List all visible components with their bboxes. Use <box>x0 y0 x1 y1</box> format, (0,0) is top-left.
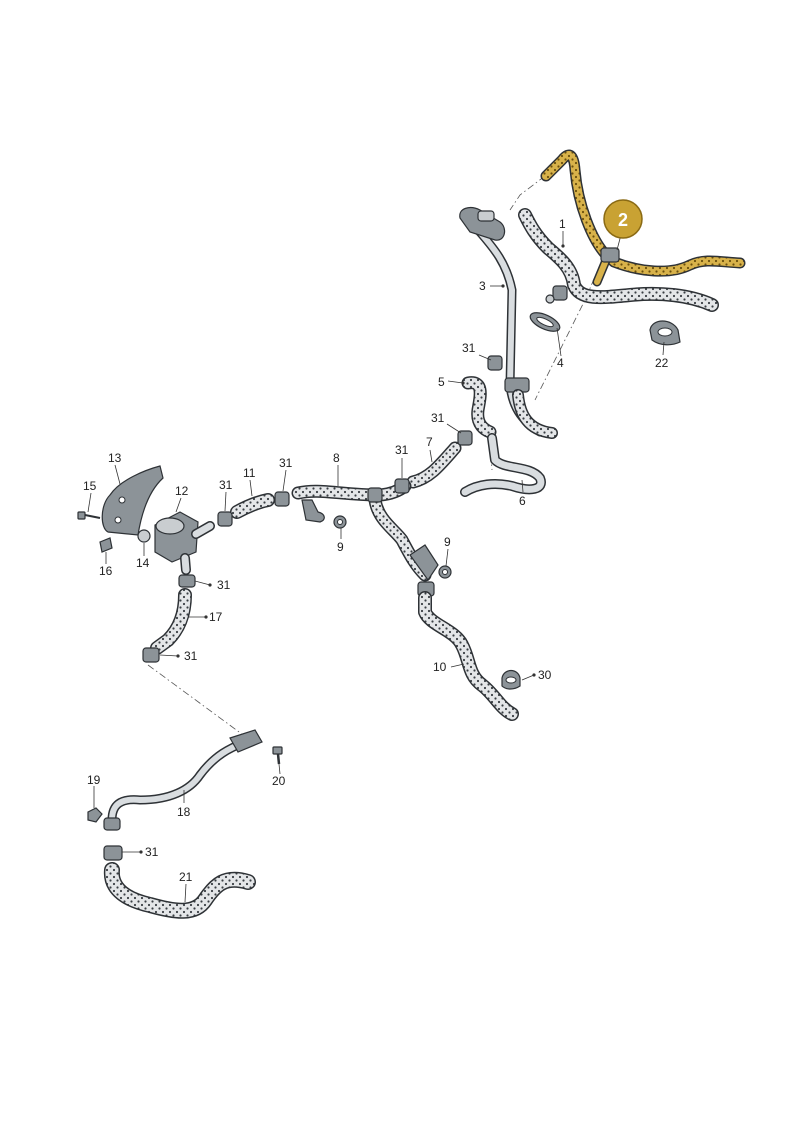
callout-20: 20 <box>272 774 286 788</box>
clip-part-30[interactable] <box>501 669 521 690</box>
bolt-part-15[interactable] <box>77 511 101 520</box>
bracket-part-13[interactable] <box>101 465 164 536</box>
callout-4: 4 <box>557 356 564 370</box>
hose-part-1[interactable] <box>518 208 719 312</box>
clamp-31-hose21[interactable] <box>103 845 123 861</box>
callout-9-upper: 9 <box>337 540 344 554</box>
hose-part-17[interactable] <box>150 588 192 655</box>
callout-14: 14 <box>136 556 150 570</box>
callout-13: 13 <box>108 451 122 465</box>
callout-3: 3 <box>479 279 486 293</box>
bracket-part-8-lower[interactable] <box>409 544 439 582</box>
callout-labels: 1 3 4 5 6 7 8 9 9 10 11 12 13 14 15 16 1… <box>83 217 669 884</box>
clamp-31-top[interactable] <box>487 355 503 371</box>
grommet-part-14[interactable] <box>137 529 151 543</box>
callout-6: 6 <box>519 494 526 508</box>
callout-12: 12 <box>175 484 189 498</box>
hose-part-7[interactable] <box>406 441 462 489</box>
callout-21: 21 <box>179 870 193 884</box>
hose-part-10[interactable] <box>417 581 519 721</box>
callout-15: 15 <box>83 479 97 493</box>
callout-31-hose17: 31 <box>184 649 198 663</box>
hose-part-5[interactable] <box>461 376 497 439</box>
callout-31-hose8: 31 <box>279 456 293 470</box>
callout-19: 19 <box>87 773 101 787</box>
bolt-part-20[interactable] <box>272 746 283 765</box>
callout-18: 18 <box>177 805 191 819</box>
clip-part-22[interactable] <box>649 320 681 346</box>
assembly-chain-lines <box>147 175 601 741</box>
callout-31-hose21: 31 <box>145 845 159 859</box>
leader-lines <box>87 230 665 903</box>
callout-8: 8 <box>333 451 340 465</box>
callout-31-hose11: 31 <box>219 478 233 492</box>
clamp-31-hose11[interactable] <box>217 511 233 527</box>
hose-part-11[interactable] <box>230 493 275 519</box>
clamp-31-mid[interactable] <box>457 430 473 446</box>
hose-part-21[interactable] <box>103 862 256 919</box>
nut-part-9-lower[interactable] <box>438 565 452 579</box>
seal-ring-part-4[interactable] <box>528 309 563 335</box>
highlight-badge-part-2[interactable]: 2 <box>603 199 643 239</box>
hose-part-8[interactable] <box>291 479 432 582</box>
rigid-pipe-part-18[interactable] <box>103 729 263 831</box>
callout-31-hose7: 31 <box>395 443 409 457</box>
coolant-pump-part-12[interactable] <box>154 511 215 575</box>
clamp-31-pump[interactable] <box>178 574 196 588</box>
callout-1: 1 <box>559 217 566 231</box>
callout-31-mid: 31 <box>431 411 445 425</box>
callout-11: 11 <box>243 466 256 480</box>
clamp-31-hose17[interactable] <box>142 647 160 663</box>
clamp-31-hose7[interactable] <box>394 478 410 494</box>
callout-17: 17 <box>209 610 223 624</box>
callout-5: 5 <box>438 375 445 389</box>
callout-30: 30 <box>538 668 552 682</box>
callout-16: 16 <box>99 564 113 578</box>
clamp-31-hose8[interactable] <box>274 491 290 507</box>
clamps-part-31 <box>103 355 503 861</box>
callout-31-top: 31 <box>462 341 476 355</box>
callout-22: 22 <box>655 356 669 370</box>
rigid-pipe-part-3[interactable] <box>459 207 558 439</box>
callout-31-pump: 31 <box>217 578 231 592</box>
callout-10: 10 <box>433 660 447 674</box>
nut-part-19[interactable] <box>87 807 103 823</box>
callout-9-lower: 9 <box>444 535 451 549</box>
hose-part-2-highlighted[interactable] <box>540 149 746 287</box>
nut-part-9-upper[interactable] <box>333 515 347 529</box>
nut-part-16[interactable] <box>99 537 113 553</box>
highlight-badge-label: 2 <box>618 210 628 230</box>
callout-7: 7 <box>426 435 433 449</box>
rigid-pipe-part-6[interactable] <box>460 433 546 497</box>
